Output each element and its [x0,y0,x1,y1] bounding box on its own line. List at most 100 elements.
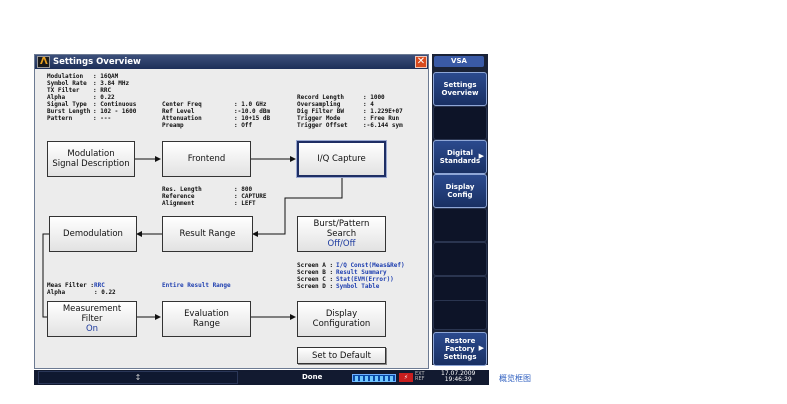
status-selector[interactable]: ↕ [38,371,238,384]
signal-type-label: Signal Type [47,101,87,108]
softkey-panel: VSA Settings Overview Digital Standards … [432,54,488,366]
softkey-label: Settings [443,81,477,89]
display-config-line2: Configuration [312,319,371,329]
softkey-label: Restore [444,337,476,345]
chevron-right-icon: ▶ [478,344,484,352]
iq-capture-block-label: I/Q Capture [317,154,366,164]
settings-overview-softkey[interactable]: Settings Overview [433,72,487,106]
restore-factory-settings-softkey[interactable]: Restore Factory Settings ▶ [433,332,487,366]
alignment-value: : LEFT [234,200,256,207]
dialog-title: Settings Overview [53,57,141,67]
display-config-line1: Display [325,309,358,319]
meas-alpha-value: : 0.22 [94,289,116,296]
empty-softkey-2[interactable] [433,106,487,140]
softkey-label: Digital [446,149,474,157]
entire-result-range-text: Entire Result Range [162,282,231,289]
date: 17.07.2009 [441,370,476,377]
preamp-label: Preamp [162,122,184,129]
modulation-label: Modulation [47,73,84,80]
up-down-arrows-icon: ↕ [134,373,142,382]
result-range-info: Res. Length : 800 Reference : CAPTURE Alig… [162,186,272,207]
symbol-rate-label: Symbol Rate [47,80,87,87]
result-range-block[interactable]: Result Range [162,216,253,252]
alpha-value: : 0.22 [93,94,115,101]
evaluation-range-block[interactable]: Evaluation Range [162,301,251,337]
eval-range-line2: Range [193,319,220,329]
demodulation-block[interactable]: Demodulation [49,216,137,252]
meas-filter-block-line1: Measurement [62,304,122,314]
dig-filter-bw-value: : 1.229E+07 [363,108,403,115]
burst-pattern-search-block[interactable]: Burst/Pattern Search Off/Off [297,216,386,252]
res-length-value: : 800 [234,186,253,193]
meas-alpha-label: Alpha [47,289,66,296]
softkey-label: Settings [443,353,477,361]
reference-label: Reference [162,193,195,200]
tx-filter-value: : RRC [93,87,112,94]
alpha-label: Alpha [47,94,66,101]
burst-length-label: Burst Length [47,108,91,115]
trigger-offset-label: Trigger Offset [297,122,348,129]
empty-softkey-8[interactable] [433,300,487,330]
res-length-label: Res. Length [162,186,202,193]
set-to-default-button[interactable]: Set to Default [297,347,386,364]
time: 19:46:39 [444,376,472,383]
digital-standards-softkey[interactable]: Digital Standards ▶ [433,140,487,174]
tx-filter-label: TX Filter [47,87,80,94]
alignment-label: Alignment [162,200,195,207]
symbol-rate-value: : 3.84 MHz [93,80,130,87]
result-range-block-label: Result Range [179,229,236,239]
reference-value: : CAPTURE [234,193,267,200]
screen-d-label: Screen D : [297,283,334,290]
burst-search-line1: Burst/Pattern [313,219,370,229]
meas-filter-block-state: On [85,324,99,334]
screen-a-value: I/Q Const(Meas&Ref) [336,262,405,269]
capture-info: Record Length: 1000 Oversampling: 4 Dig … [297,94,422,129]
meas-filter-block-line2: Filter [81,314,103,324]
empty-softkey-6[interactable] [433,242,487,276]
modulation-value: : 16QAM [93,73,119,80]
date-time: 17.07.2009 19:46:39 [441,371,475,383]
flow-arrows [42,156,343,320]
trigger-mode-value: : Free Run [363,115,400,122]
status-bar: ↕ Done ⚡ EXT REF 17.07.2009 19:46:39 [34,370,489,385]
close-icon: ✕ [416,56,426,67]
trigger-offset-value: :-6.144 sym [363,122,403,129]
screen-d-value: Symbol Table [336,283,380,290]
empty-softkey-5[interactable] [433,208,487,242]
close-button[interactable]: ✕ [415,56,427,68]
measurement-filter-block[interactable]: Measurement Filter On [47,301,137,337]
signal-type-value: : Continuous [93,101,137,108]
ext-ref-indicator: EXT REF [415,372,425,382]
meas-filter-value: RRC [94,282,105,289]
frontend-block[interactable]: Frontend [162,141,251,177]
demodulation-block-label: Demodulation [63,229,123,239]
frontend-info: Center Freq: 1.0 GHz Ref Level:-10.0 dBm… [162,101,272,129]
frontend-block-label: Frontend [187,154,226,164]
dig-filter-bw-label: Dig Filter BW [297,108,344,115]
softkey-label: Display [445,183,475,191]
iq-capture-block[interactable]: I/Q Capture [297,141,386,177]
settings-overview-dialog: Λ Settings Overview ✕ Modulation: 16QAM … [34,54,429,369]
modulation-info: Modulation: 16QAM Symbol Rate: 3.84 MHz … [47,73,167,122]
display-configuration-block[interactable]: Display Configuration [297,301,386,337]
screen-b-label: Screen B : [297,269,334,276]
attenuation-value: : 10+15 dB [234,115,271,122]
screen-c-value: Stat(EVM(Error)) [336,276,394,283]
figure-caption: 概览框图 [499,374,531,383]
meas-filter-info: Meas Filter :RRC Alpha: 0.22 [47,282,137,296]
chevron-right-icon: ▶ [478,152,484,160]
display-config-softkey[interactable]: Display Config [433,174,487,208]
oversampling-value: : 4 [363,101,374,108]
modulation-block-line2: Signal Description [52,159,130,169]
record-length-value: : 1000 [363,94,385,101]
trigger-mode-label: Trigger Mode [297,115,341,122]
softkey-label: Overview [441,89,479,97]
power-icon: ⚡ [399,373,413,382]
screen-b-value: Result Summary [336,269,387,276]
softkey-label: Standards [439,157,481,165]
modulation-signal-description-block[interactable]: Modulation Signal Description [47,141,135,177]
title-bar: Λ Settings Overview ✕ [35,55,428,69]
softkey-label: Config [447,191,473,199]
ext-label: EXT [415,371,425,377]
progress-bar [352,374,396,382]
